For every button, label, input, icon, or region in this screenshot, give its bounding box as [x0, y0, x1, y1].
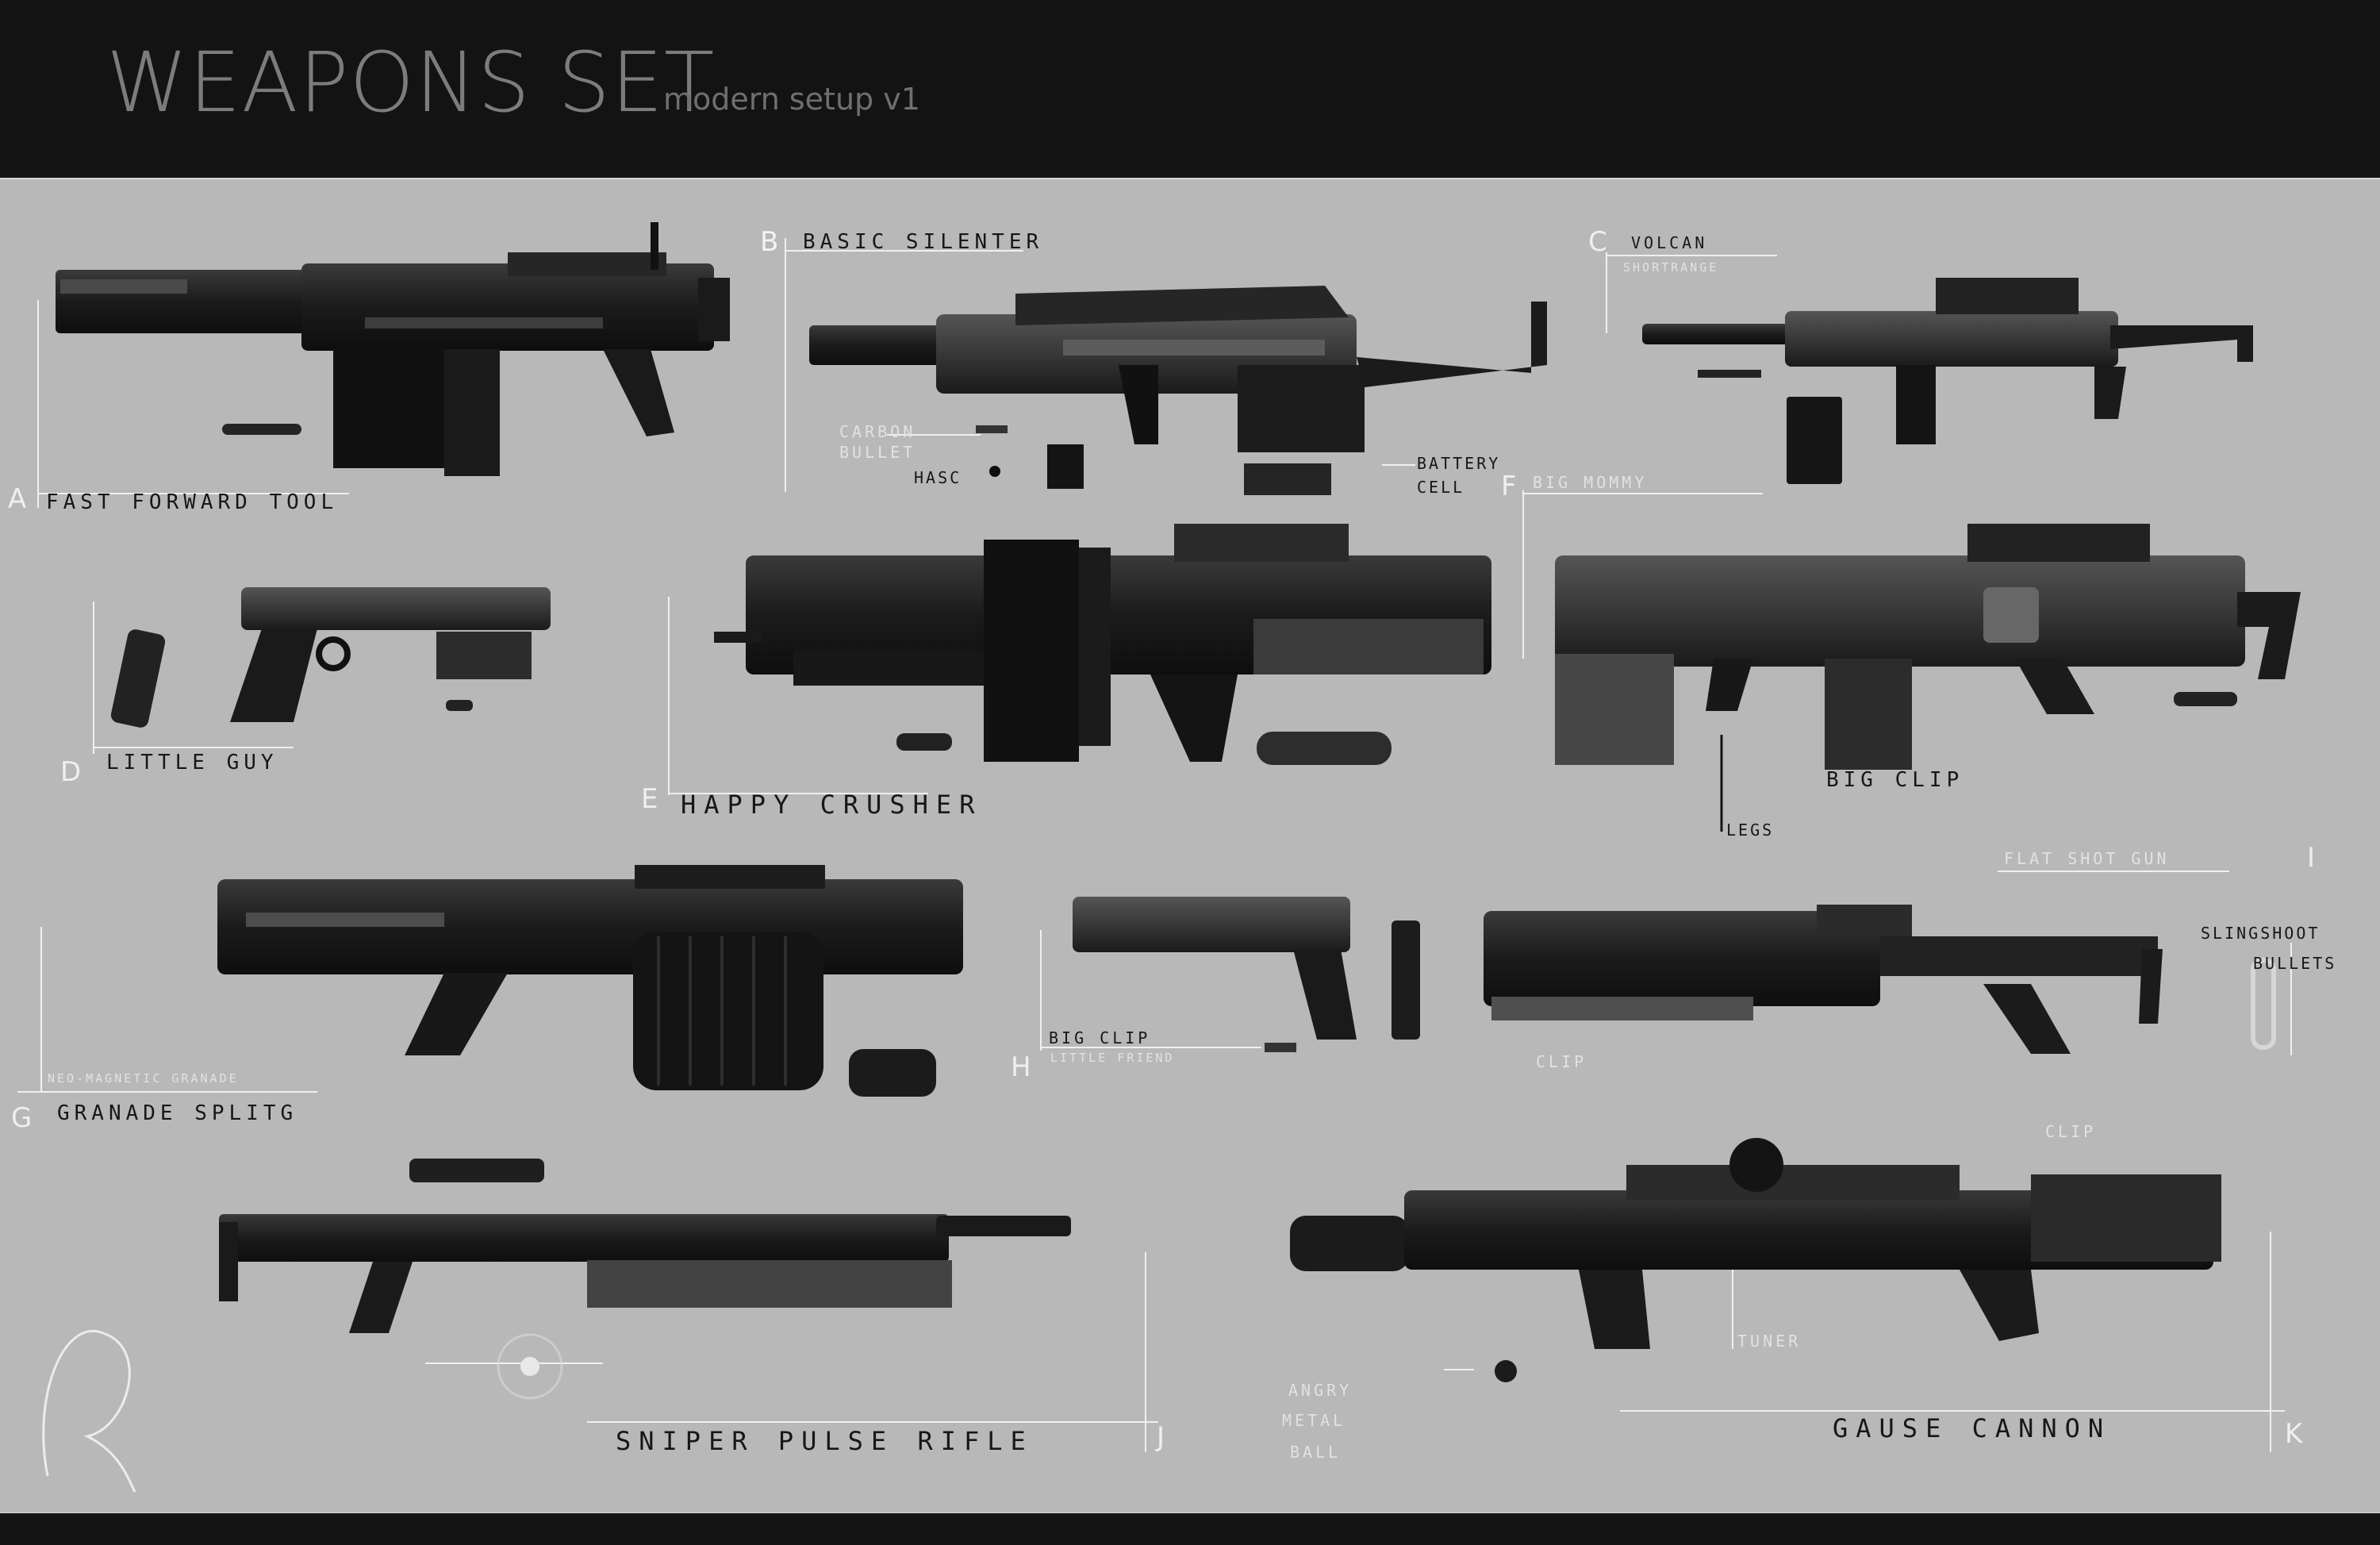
weapon-c-volcan	[1642, 278, 2253, 484]
weapon-e-happy-crusher	[714, 524, 1491, 765]
label-basic-silenter: BASIC SILENTER	[803, 230, 1044, 254]
weapon-g-granade-splitg	[217, 865, 963, 1097]
note-legs: LEGS	[1726, 821, 1775, 840]
header-bar: WEAPONS SET modern setup v1	[0, 0, 2380, 176]
weapon-j-sniper-pulse-rifle	[219, 1159, 1071, 1400]
label-granade-splitg: GRANADE SPLITG	[57, 1101, 298, 1125]
label-letter-d: D	[60, 756, 82, 788]
note-carbon: CARBON	[839, 422, 916, 441]
note-angry: ANGRY	[1288, 1381, 1353, 1400]
weapon-h-little-friend	[1073, 897, 1420, 1052]
weapon-f-big-mommy	[1555, 524, 2301, 770]
note-big-clip: BIG CLIP	[1826, 768, 1964, 792]
label-letter-g: G	[11, 1102, 33, 1134]
label-letter-j: J	[1157, 1421, 1165, 1453]
note-slingshoot: SLINGSHOOT	[2201, 924, 2320, 943]
label-flat-shot-gun: FLAT SHOT GUN	[2004, 849, 2170, 868]
footer-bar	[0, 1513, 2380, 1545]
label-letter-f: F	[1501, 471, 1517, 502]
label-volcan-shortrange: SHORTRANGE	[1623, 260, 1719, 275]
label-sniper-pulse-rifle: SNIPER PULSE RIFLE	[616, 1426, 1034, 1456]
note-battery: BATTERY	[1417, 454, 1501, 473]
note-clip-k: CLIP	[2045, 1122, 2097, 1141]
page-title: WEAPONS SET	[106, 34, 716, 131]
weapon-b-basic-silenter	[809, 286, 1547, 495]
label-letter-h: H	[1011, 1051, 1031, 1083]
note-bullet: BULLET	[839, 443, 916, 462]
note-hasc: HASC	[914, 468, 962, 487]
weapon-i-flat-shot-gun	[1484, 905, 2276, 1054]
label-neo-magnetic-granade: NEO-MAGNETIC GRANADE	[48, 1071, 239, 1086]
label-letter-k: K	[2285, 1418, 2303, 1450]
label-little-friend: LITTLE FRIEND	[1050, 1051, 1175, 1065]
label-letter-e: E	[641, 783, 658, 815]
label-little-guy: LITTLE GUY	[106, 751, 278, 774]
note-cell: CELL	[1417, 478, 1465, 497]
label-letter-b: B	[760, 226, 779, 258]
artist-signature	[42, 1330, 136, 1493]
weapon-d-little-guy	[110, 587, 551, 728]
label-fast-forward-tool: FAST FORWARD TOOL	[46, 490, 339, 514]
note-ball: BALL	[1290, 1443, 1342, 1462]
label-letter-c: C	[1588, 226, 1607, 258]
label-letter-i: I	[2307, 842, 2316, 874]
label-gause-cannon: GAUSE CANNON	[1833, 1413, 2112, 1443]
label-letter-a: A	[8, 483, 27, 515]
page-subtitle: modern setup v1	[663, 82, 920, 117]
label-big-mommy: BIG MOMMY	[1533, 473, 1648, 492]
label-volcan: VOLCAN	[1631, 233, 1708, 252]
note-bullets: BULLETS	[2253, 954, 2337, 973]
note-tuner: TUNER	[1737, 1332, 1802, 1351]
note-clip-i: CLIP	[1536, 1052, 1587, 1071]
label-happy-crusher: HAPPY CRUSHER	[681, 790, 983, 820]
note-metal: METAL	[1282, 1411, 1346, 1430]
label-big-clip-h: BIG CLIP	[1049, 1028, 1151, 1047]
weapon-a-fast-forward-tool	[56, 222, 730, 476]
weapon-k-gause-cannon	[1290, 1138, 2221, 1382]
